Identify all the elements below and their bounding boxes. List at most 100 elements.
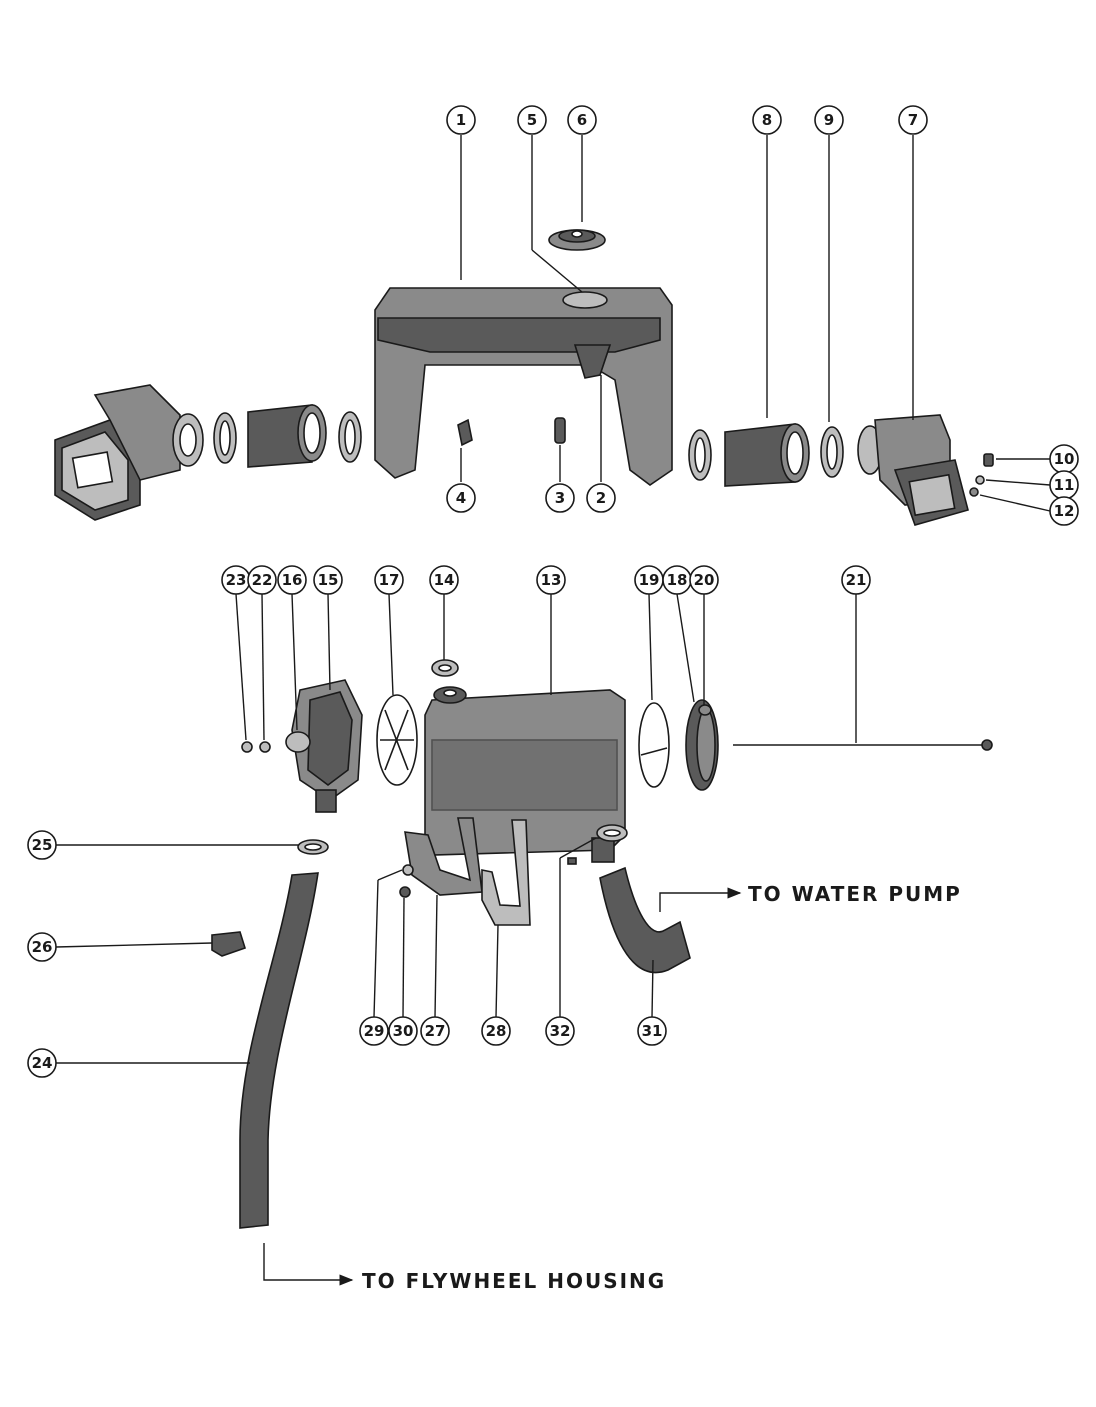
- callout-circle: [536, 565, 566, 595]
- callout-number: 20: [694, 571, 715, 589]
- hose-clip-26: [211, 931, 246, 957]
- right-exhaust-hose: [724, 423, 810, 487]
- callout-circle: [841, 565, 871, 595]
- callout-25: 25: [27, 830, 57, 860]
- callout-circle: [446, 105, 476, 135]
- callout-32: 32: [545, 1016, 575, 1046]
- hose-clamp-25: [297, 839, 329, 855]
- callout-circle: [313, 565, 343, 595]
- callout-5: 5: [517, 105, 547, 135]
- callout-31: 31: [637, 1016, 667, 1046]
- callout-number: 9: [824, 111, 834, 129]
- left-exhaust-hose: [247, 404, 327, 468]
- callout-18: 18: [662, 565, 692, 595]
- callout-20: 20: [689, 565, 719, 595]
- callout-7: 7: [898, 105, 928, 135]
- callout-circle: [545, 1016, 575, 1046]
- end-cap-gasket-19: [638, 702, 670, 788]
- callout-1: 1: [446, 105, 476, 135]
- left-exhaust-elbow: [54, 384, 204, 521]
- callout-number: 30: [393, 1022, 414, 1040]
- hose-clamp-32: [596, 824, 628, 842]
- callout-number: 5: [527, 111, 537, 129]
- long-hose-24: [239, 872, 319, 1229]
- washer-11: [975, 475, 985, 485]
- callout-16: 16: [277, 565, 307, 595]
- leader-lines: [55, 135, 1051, 1286]
- callout-22: 22: [247, 565, 277, 595]
- callout-number: 21: [846, 571, 867, 589]
- stud-3: [554, 417, 566, 444]
- heat-exchanger-body: [424, 686, 626, 865]
- callout-circle: [814, 105, 844, 135]
- callout-circle: [689, 565, 719, 595]
- callout-circle: [481, 1016, 511, 1046]
- callout-17: 17: [374, 565, 404, 595]
- callout-number: 26: [32, 938, 53, 956]
- callout-circle: [567, 105, 597, 135]
- label-to-water-pump: TO WATER PUMP: [748, 882, 962, 906]
- callout-circle: [388, 1016, 418, 1046]
- callout-circle: [586, 483, 616, 513]
- right-exhaust-elbow: [857, 414, 969, 526]
- callout-number: 6: [577, 111, 587, 129]
- callout-circle: [429, 565, 459, 595]
- callout-3: 3: [545, 483, 575, 513]
- callout-circle: [1049, 496, 1079, 526]
- nut-23: [241, 741, 253, 753]
- callout-circle: [359, 1016, 389, 1046]
- callout-21: 21: [841, 565, 871, 595]
- callout-number: 22: [252, 571, 273, 589]
- right-hose-clamp-a: [688, 429, 712, 481]
- exhaust-manifold: [374, 287, 673, 486]
- callout-15: 15: [313, 565, 343, 595]
- callout-number: 24: [32, 1054, 53, 1072]
- callout-circle: [247, 565, 277, 595]
- callout-circle: [898, 105, 928, 135]
- callout-number: 17: [379, 571, 400, 589]
- callout-9: 9: [814, 105, 844, 135]
- callout-circle: [27, 1048, 57, 1078]
- callout-number: 15: [318, 571, 339, 589]
- right-hose-clamp-b: [820, 426, 844, 478]
- nut-12: [969, 487, 979, 497]
- callout-circle: [277, 565, 307, 595]
- screw-20: [698, 704, 712, 716]
- callout-12: 12: [1049, 496, 1079, 526]
- callout-circle: [752, 105, 782, 135]
- callout-30: 30: [388, 1016, 418, 1046]
- callout-23: 23: [221, 565, 251, 595]
- callout-circle: [374, 565, 404, 595]
- callout-number: 18: [667, 571, 688, 589]
- callout-number: 7: [908, 111, 918, 129]
- label-to-flywheel-housing: TO FLYWHEEL HOUSING: [362, 1269, 666, 1293]
- callout-circle: [545, 483, 575, 513]
- callout-8: 8: [752, 105, 782, 135]
- callout-circle: [27, 830, 57, 860]
- callout-number: 27: [425, 1022, 446, 1040]
- callout-number: 28: [486, 1022, 507, 1040]
- mounting-strap-27: [404, 817, 483, 896]
- callout-10: 10: [1049, 444, 1079, 474]
- callout-number: 11: [1054, 476, 1075, 494]
- callout-24: 24: [27, 1048, 57, 1078]
- callout-circle: [27, 932, 57, 962]
- left-hose-clamp-b: [338, 411, 362, 463]
- gasket-small-4: [457, 418, 473, 447]
- callout-number: 29: [364, 1022, 385, 1040]
- filler-washer-14: [431, 659, 459, 677]
- callout-number: 4: [456, 489, 466, 507]
- callout-number: 13: [541, 571, 562, 589]
- callout-number: 1: [456, 111, 466, 129]
- callout-number: 8: [762, 111, 772, 129]
- callout-number: 23: [226, 571, 247, 589]
- heat-exchanger-end-cover: [285, 679, 363, 813]
- callout-number: 10: [1054, 450, 1075, 468]
- end-cap-18: [685, 699, 719, 791]
- callout-number: 2: [596, 489, 606, 507]
- callout-2: 2: [586, 483, 616, 513]
- callout-13: 13: [536, 565, 566, 595]
- elbow-hose-31: [599, 866, 691, 974]
- callout-circle: [446, 483, 476, 513]
